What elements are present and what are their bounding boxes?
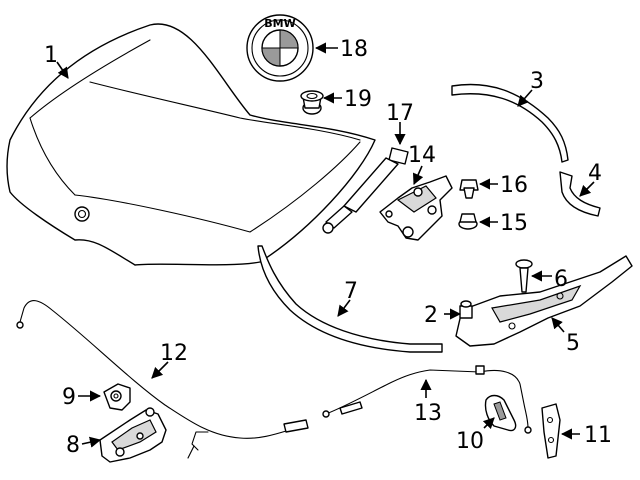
emblem-text: BMW bbox=[264, 17, 295, 30]
callout-11: 11 bbox=[584, 423, 612, 448]
lock-carrier bbox=[455, 255, 633, 347]
callout-19: 19 bbox=[344, 87, 372, 112]
stop-buffer bbox=[459, 300, 473, 319]
callout-5: 5 bbox=[566, 331, 580, 356]
emblem-grommet bbox=[300, 90, 324, 115]
callout-17: 17 bbox=[386, 101, 414, 126]
callout-3: 3 bbox=[530, 69, 544, 94]
lock-release-lever bbox=[103, 383, 131, 411]
callout-12: 12 bbox=[160, 341, 188, 366]
callout-7: 7 bbox=[344, 279, 358, 304]
callout-labels: 1 2 3 4 5 6 7 8 9 10 11 12 13 14 15 16 1… bbox=[44, 37, 612, 458]
seal-end-piece bbox=[559, 171, 601, 217]
callout-16: 16 bbox=[500, 173, 528, 198]
callout-9: 9 bbox=[62, 385, 76, 410]
hood-gas-strut bbox=[322, 147, 409, 234]
leader-lines bbox=[56, 42, 595, 448]
hood-seal-strip bbox=[451, 83, 569, 163]
callout-1: 1 bbox=[44, 43, 58, 68]
callout-2: 2 bbox=[424, 303, 438, 328]
callout-14: 14 bbox=[408, 143, 436, 168]
emblem-badge: BMW bbox=[246, 14, 314, 82]
front-seal bbox=[257, 245, 443, 353]
hood-panel bbox=[6, 23, 376, 266]
callout-6: 6 bbox=[554, 267, 568, 292]
callout-18: 18 bbox=[340, 37, 368, 62]
callout-10: 10 bbox=[456, 429, 484, 454]
carrier-screw bbox=[515, 259, 533, 293]
hood-lock bbox=[99, 407, 167, 463]
mounting-bracket bbox=[541, 403, 561, 459]
hinge-bolt bbox=[459, 179, 479, 199]
hinge-nut bbox=[458, 213, 478, 230]
callout-4: 4 bbox=[588, 161, 602, 186]
bowden-cable bbox=[322, 365, 532, 434]
release-cable bbox=[16, 300, 309, 459]
hood-hinge bbox=[379, 175, 453, 241]
release-handle bbox=[484, 394, 517, 432]
callout-15: 15 bbox=[500, 211, 528, 236]
callout-13: 13 bbox=[414, 401, 442, 426]
callout-8: 8 bbox=[66, 433, 80, 458]
